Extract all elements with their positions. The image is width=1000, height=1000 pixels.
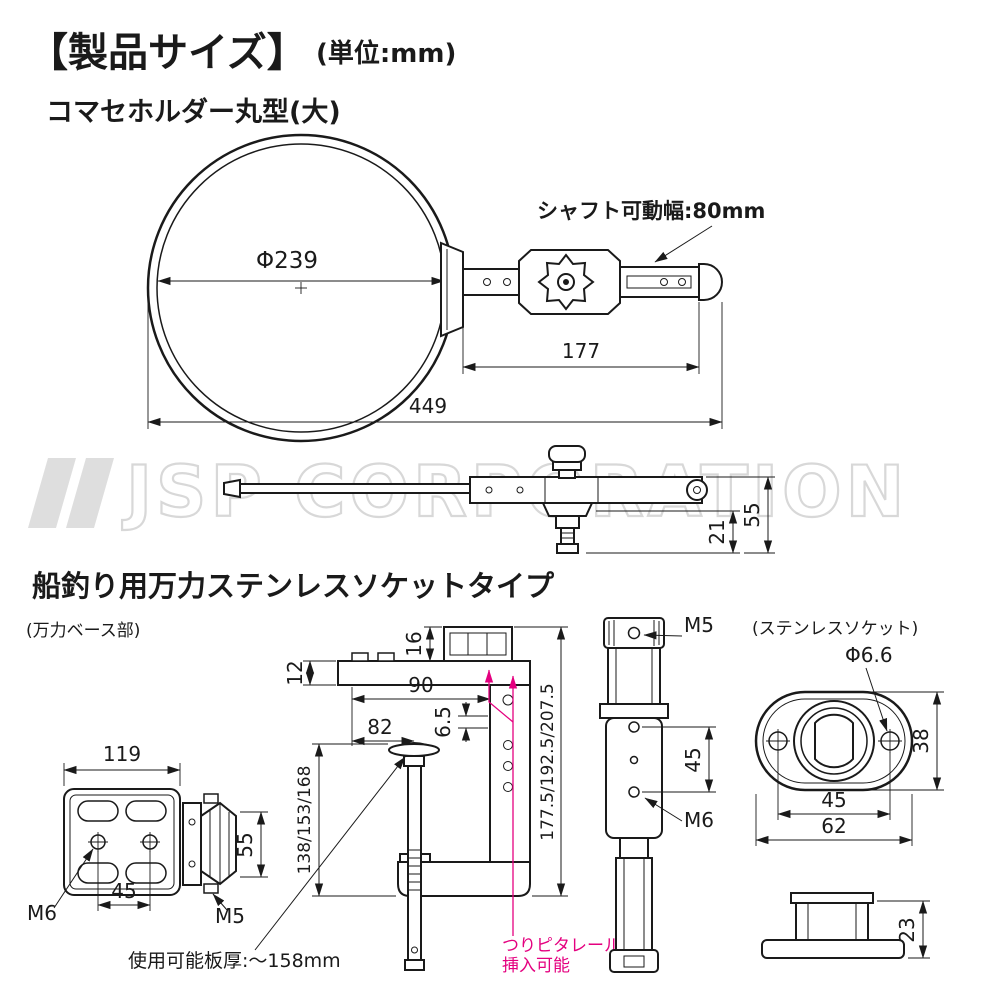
shaft-rod-left: [462, 268, 524, 296]
diameter-label: Φ239: [256, 248, 318, 274]
side-clamp-flange: [541, 502, 594, 517]
front-foot: [609, 949, 659, 973]
socket-side-view: 23: [761, 892, 930, 959]
rail-note-line1: つりピタレール: [502, 936, 621, 956]
label-m6-front: M6: [684, 808, 714, 832]
label-m5-front: M5: [684, 613, 714, 637]
dim-side-clamp-height: 21: [705, 519, 729, 544]
vise-base-top-view: 119 55 M6 45 M5: [27, 742, 268, 928]
dim-socket-hole-dia: Φ6.6: [845, 643, 893, 667]
rail-block: [443, 626, 513, 662]
rod-tip: [223, 478, 241, 499]
dim-base-width: 119: [103, 742, 141, 766]
dim-socket-hole-pitch: 45: [821, 788, 846, 812]
side-knob: [548, 445, 586, 463]
section2-title: 船釣り用万力ステンレスソケットタイプ: [32, 569, 555, 603]
front-lower-shaft: [615, 857, 653, 951]
holder-side-view: 21 55: [223, 445, 775, 554]
front-collar: [599, 703, 669, 719]
dim-base-height: 55: [233, 832, 257, 857]
page-title: 【製品サイズ】: [28, 30, 307, 76]
holder-top-view: Φ239 シャフト可動幅:80mm 177 449: [146, 133, 765, 443]
dim-socket-side-height: 23: [895, 917, 919, 942]
front-main-body: [605, 717, 663, 839]
vise-base-label: (万力ベース部): [26, 621, 140, 641]
dim-side-total-height: 55: [740, 502, 764, 527]
side-clamp-screw: [560, 527, 575, 545]
front-top-screw: [627, 626, 641, 640]
dim-front-pitch: 45: [681, 747, 705, 772]
dim-base-bolt-pitch: 45: [111, 879, 136, 903]
shaft-note-label: シャフト可動幅:80mm: [537, 199, 765, 223]
dim-rail-height: 16: [402, 631, 426, 656]
socket-side-cylinder: [795, 900, 869, 941]
base-knob: [200, 801, 237, 886]
dim-depth: 82: [367, 715, 392, 739]
base-bracket-plate: [182, 802, 202, 886]
socket-top-view: (ステンレスソケット) Φ6.6 38 45 62: [752, 619, 944, 846]
socket-side-base: [761, 939, 905, 959]
screw-pad: [388, 743, 440, 757]
shaft-end-cap: [698, 263, 723, 301]
shaft-rail-right: [619, 266, 700, 298]
socket-label: (ステンレスソケット): [752, 619, 918, 639]
board-thickness-note: 使用可能板厚:〜158mm: [128, 950, 341, 972]
dim-offset: 6.5: [431, 706, 455, 738]
rail-note-arrow-2: [484, 669, 514, 723]
watermark-logo: [28, 458, 76, 528]
side-body: [469, 476, 703, 504]
clamp-side-view: 12 16 90 82 6.5 138/153/168 177.5/192.5/…: [128, 626, 621, 976]
clamp-bottom-arm: [397, 861, 531, 897]
dim-total-width: 449: [409, 394, 447, 418]
label-m5-base: M5: [215, 904, 245, 928]
clamp-front-view: M5 45 M6: [599, 613, 716, 973]
side-end-pivot: [686, 479, 708, 501]
label-m6-base: M6: [27, 901, 57, 925]
dim-shaft-travel: 177: [562, 339, 600, 363]
dim-socket-height: 38: [909, 728, 933, 753]
dim-total-heights: 177.5/192.5/207.5: [538, 683, 558, 840]
clamp-spine: [489, 684, 531, 863]
dim-open-heights: 138/153/168: [295, 766, 315, 875]
side-rod: [239, 483, 473, 494]
dim-plate-thickness: 12: [283, 660, 307, 685]
clamp-top-plate: [337, 660, 531, 686]
front-upper-body: [607, 647, 661, 705]
ring-bracket: [440, 241, 464, 338]
dim-reach: 90: [408, 673, 433, 697]
product-subtitle: コマセホルダー丸型(大): [46, 96, 341, 128]
rail-note-line2: 挿入可能: [502, 956, 570, 976]
dim-socket-width: 62: [821, 814, 846, 838]
unit-label: (単位:mm): [316, 38, 456, 69]
socket-keyhole: [814, 713, 854, 769]
